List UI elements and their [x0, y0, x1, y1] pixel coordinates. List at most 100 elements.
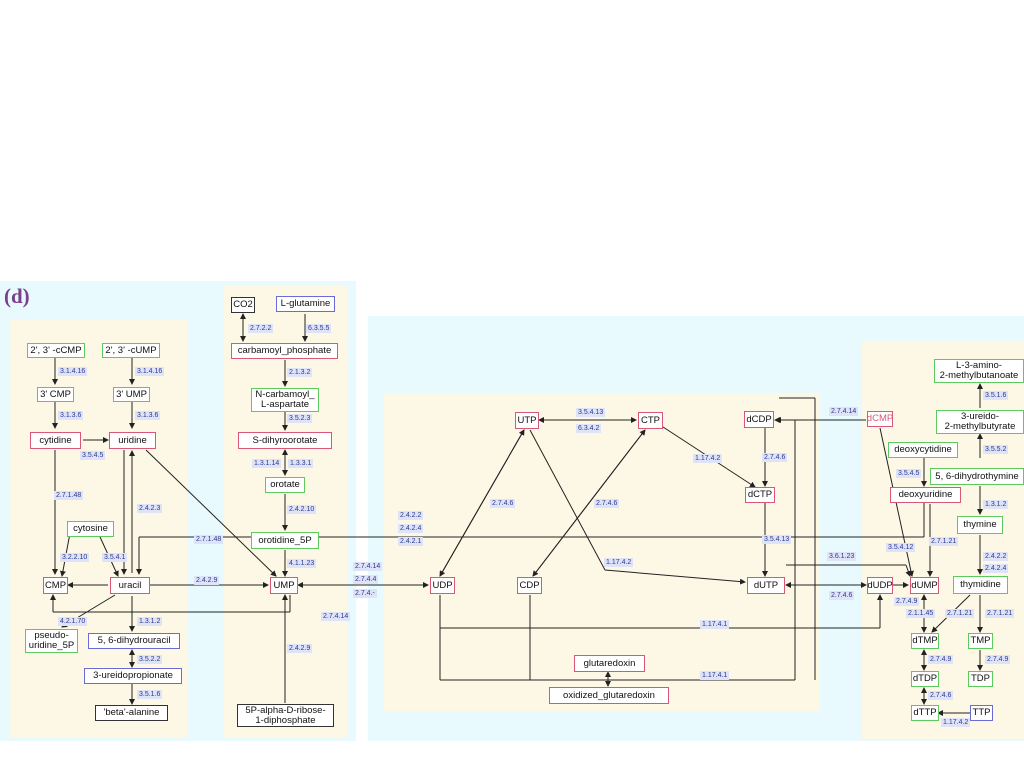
node-carbamoyl-phosphate: carbamoyl_phosphate [231, 343, 338, 359]
node-dcdp: dCDP [744, 411, 774, 428]
ec-label: 2.4.2.9 [287, 644, 313, 653]
node-orotate: orotate [265, 477, 305, 493]
ec-label: 2.1.1.45 [906, 609, 936, 618]
ec-label: 2.7.1.48 [194, 535, 224, 544]
ec-label: 1.3.3.1 [288, 459, 314, 468]
node-cdp: CDP [517, 577, 542, 594]
node-tdp: TDP [968, 671, 993, 687]
ec-label: 3.5.5.2 [983, 445, 1009, 454]
node-pseudouridine: pseudo- uridine_5P [25, 629, 78, 653]
node-3-ureido-2-methylbutyrate: 3-ureido- 2-methylbutyrate [936, 410, 1024, 434]
ec-label: 2.7.4.6 [928, 691, 954, 700]
ec-label: 2.4.2.3 [137, 504, 163, 513]
node-ureidopropionate: 3-ureidopropionate [84, 668, 182, 684]
ec-label: 2.7.4.14 [321, 612, 351, 621]
denovo-region [224, 286, 348, 738]
node-l-glutamine: L-glutamine [276, 296, 335, 312]
ec-label: 2.7.4.9 [928, 655, 954, 664]
node-dtmp: dTMP [911, 633, 939, 649]
ec-label: 2.7.4.6 [829, 591, 855, 600]
node-dtdp: dTDP [911, 671, 939, 687]
ec-label: 2.4.2.1 [398, 537, 424, 546]
ec-label: 2.7.4.4 [353, 575, 379, 584]
ec-label: 3.5.4.5 [896, 469, 922, 478]
ec-label: 1.3.1.2 [983, 500, 1009, 509]
node-beta-alanine: 'beta'-alanine [95, 705, 168, 721]
ec-label: 2.4.2.10 [287, 505, 317, 514]
ec-label: 2.7.1.48 [54, 491, 84, 500]
ec-label: 2.7.4.- [353, 589, 377, 598]
node-cyclic-ump: 2', 3' -cUMP [102, 343, 160, 358]
node-cyclic-cmp: 2', 3' -cCMP [27, 343, 85, 358]
ec-label: 2.7.4.9 [894, 597, 920, 606]
ec-label: 2.7.4.6 [594, 499, 620, 508]
node-l-3-amino-2-methylbutanoate: L-3-amino- 2-methylbutanoate [934, 359, 1024, 383]
ec-label: 2.7.4.6 [762, 453, 788, 462]
ec-label: 1.3.1.14 [252, 459, 282, 468]
ec-label: 3.5.4.13 [762, 535, 792, 544]
node-3-ump: 3' UMP [113, 387, 150, 402]
ec-label: 2.7.2.2 [248, 324, 274, 333]
node-ribose-diphosphate: 5P-alpha-D-ribose- 1-diphosphate [237, 704, 334, 727]
ec-label: 2.7.4.14 [829, 407, 859, 416]
ec-label: 1.17.4.1 [700, 620, 730, 629]
ec-label: 3.5.1.6 [137, 690, 163, 699]
node-thymidine: thymidine [953, 576, 1008, 594]
ec-label: 2.4.2.9 [194, 576, 220, 585]
node-dttp: dTTP [911, 705, 939, 721]
node-ttp: TTP [970, 705, 993, 721]
ec-label: 1.17.4.1 [700, 671, 730, 680]
node-3-cmp: 3' CMP [37, 387, 74, 402]
node-dctp: dCTP [745, 487, 775, 503]
ec-label: 2.7.4.6 [490, 499, 516, 508]
ec-label: 1.3.1.2 [137, 617, 163, 626]
ec-label: 3.5.2.3 [287, 414, 313, 423]
ec-label: 2.4.2.4 [398, 524, 424, 533]
ec-label: 3.5.4.5 [80, 451, 106, 460]
node-glutaredoxin: glutaredoxin [574, 655, 645, 672]
node-dudp: dUDP [867, 577, 893, 594]
ec-label: 3.1.4.16 [135, 367, 165, 376]
ec-label: 2.7.1.21 [929, 537, 959, 546]
node-uracil: uracil [110, 577, 150, 594]
ec-label: 4.2.1.70 [58, 617, 88, 626]
node-deoxyuridine: deoxyuridine [890, 487, 961, 503]
panel-label: (d) [4, 284, 30, 308]
ec-label: 1.17.4.2 [941, 718, 971, 727]
ec-label: 3.1.3.6 [135, 411, 161, 420]
ec-label: 3.5.4.12 [886, 543, 916, 552]
node-dump: dUMP [910, 577, 939, 594]
ec-label: 2.7.1.21 [945, 609, 975, 618]
node-deoxycytidine: deoxycytidine [888, 442, 958, 458]
ec-label: 2.4.2.4 [983, 564, 1009, 573]
ec-label: 4.1.1.23 [287, 559, 317, 568]
ec-label: 6.3.5.5 [306, 324, 332, 333]
node-s-dihydroorotate: S-dihyroorotate [238, 432, 332, 449]
ec-label: 2.7.1.21 [985, 609, 1015, 618]
node-cmp: CMP [43, 577, 68, 594]
ec-label: 3.1.3.6 [58, 411, 84, 420]
ec-label: 3.5.2.2 [137, 655, 163, 664]
node-cytosine: cytosine [67, 521, 114, 537]
ec-label: 3.2.2.10 [60, 553, 90, 562]
node-ump: UMP [270, 577, 298, 594]
node-cytidine: cytidine [30, 432, 81, 449]
ec-label: 3.6.1.23 [827, 552, 857, 561]
ec-label: 6.3.4.2 [576, 424, 602, 433]
ec-label: 2.4.2.2 [398, 511, 424, 520]
ec-label: 1.17.4.2 [604, 558, 634, 567]
node-tmp: TMP [968, 633, 993, 649]
node-thymine: thymine [957, 516, 1003, 534]
node-n-carbamoyl-aspartate: N-carbamoyl_ L-aspartate [251, 388, 319, 412]
ec-label: 2.7.4.9 [985, 655, 1011, 664]
ec-label: 3.5.4.13 [576, 408, 606, 417]
ec-label: 3.5.1.6 [983, 391, 1009, 400]
node-utp: UTP [515, 412, 539, 429]
node-orotidine-5p: orotidine_5P [251, 532, 319, 549]
ec-label: 2.1.3.2 [287, 368, 313, 377]
node-dutp: dUTP [747, 577, 785, 594]
node-ctp: CTP [638, 412, 663, 429]
ec-label: 2.7.4.14 [353, 562, 383, 571]
ec-label: 3.1.4.16 [58, 367, 88, 376]
